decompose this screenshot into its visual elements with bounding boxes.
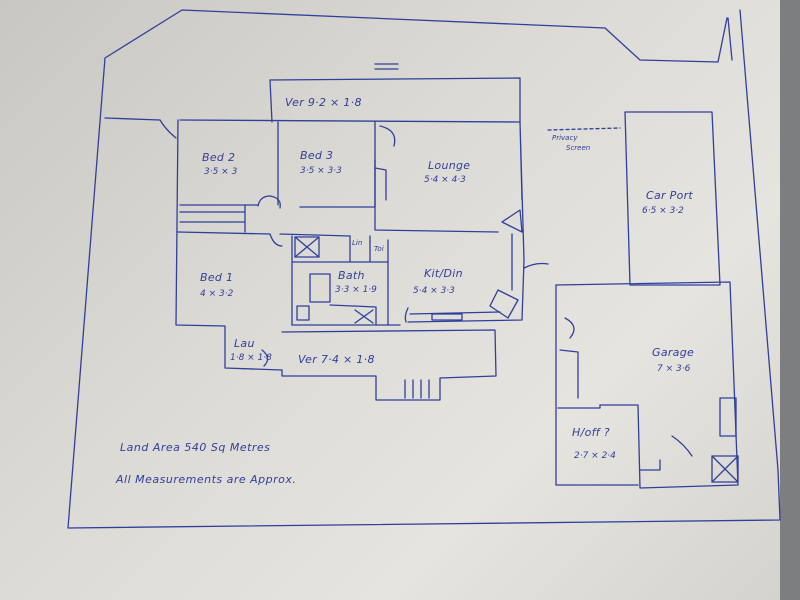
kitchen-bench <box>409 233 513 315</box>
table-edge <box>780 0 800 600</box>
bath-tub <box>309 273 331 303</box>
hoff-outline <box>555 284 639 486</box>
garage-dims: 7 × 3·6 <box>657 364 691 374</box>
hoff-wall <box>559 349 579 399</box>
cupboard-x <box>354 309 374 324</box>
kit-door <box>404 307 409 323</box>
ver-bottom-label: Ver 7·4 × 1·8 <box>298 353 375 366</box>
boundary-top-right <box>727 17 733 61</box>
verandah-bottom <box>281 329 497 401</box>
privacy-screen-label-1: Privacy <box>552 134 578 142</box>
privacy-screen-label-2: Screen <box>566 144 591 152</box>
lau-label: Lau <box>234 337 255 350</box>
wall-lounge-right <box>374 159 499 233</box>
ver-top-label: Ver 9·2 × 1·8 <box>285 96 362 109</box>
wc-label: Toi <box>374 245 384 253</box>
approx-note: All Measurements are Approx. <box>116 473 297 486</box>
bath-label: Bath <box>338 269 365 282</box>
carport <box>624 111 721 286</box>
fence-left <box>104 117 161 121</box>
garage-step <box>639 459 661 471</box>
verandah-top <box>269 77 521 123</box>
door-swing <box>159 119 177 139</box>
garage <box>555 281 739 489</box>
kitchen-door <box>523 262 549 269</box>
wall-bed1-top <box>177 231 351 237</box>
bath-walls <box>291 235 389 326</box>
garage-door-2 <box>671 435 693 457</box>
kitdin-label: Kit/Din <box>424 267 463 280</box>
sink <box>431 313 463 321</box>
laundry-door <box>261 349 269 367</box>
lounge-door <box>379 125 396 147</box>
garage-bench <box>719 397 737 437</box>
lau-dims: 1·8 × 1·8 <box>230 353 272 363</box>
garage-cupboard <box>711 455 739 483</box>
bed2-dims: 3·5 × 3 <box>204 167 238 177</box>
bed-doors <box>257 195 281 209</box>
bed1-label: Bed 1 <box>200 271 234 284</box>
carport-label: Car Port <box>646 189 694 202</box>
shower <box>294 236 320 258</box>
stove <box>489 289 519 319</box>
garage-label: Garage <box>652 346 695 359</box>
basin <box>296 305 310 321</box>
carport-dims: 6·5 × 3·2 <box>642 206 684 216</box>
kitdin-dims: 5·4 × 3·3 <box>413 286 455 296</box>
fridge <box>501 209 523 233</box>
bath-dims: 3·3 × 1·9 <box>335 285 377 295</box>
property-boundary <box>67 9 781 529</box>
house-outline <box>175 119 525 371</box>
steps-bottom <box>404 379 430 399</box>
land-area-note: Land Area 540 Sq Metres <box>120 441 271 454</box>
garage-door <box>564 317 575 339</box>
hoff-top <box>557 404 601 409</box>
bed2-label: Bed 2 <box>202 151 236 164</box>
hall-walls <box>179 204 246 233</box>
bed1-dims: 4 × 3·2 <box>200 289 234 299</box>
hoff-dims: 2·7 × 2·4 <box>574 451 616 461</box>
hoff-label: H/off ? <box>572 426 610 439</box>
bed3-dims: 3·5 × 3·3 <box>300 166 342 176</box>
privacy-screen-line <box>547 127 621 131</box>
lin-label: Lin <box>352 239 363 247</box>
lounge-label: Lounge <box>428 159 471 172</box>
lounge-dims: 5·4 × 4·3 <box>424 175 466 185</box>
lounge-wall-jog <box>374 167 387 201</box>
bed1-door <box>269 233 283 247</box>
bed3-label: Bed 3 <box>300 149 334 162</box>
